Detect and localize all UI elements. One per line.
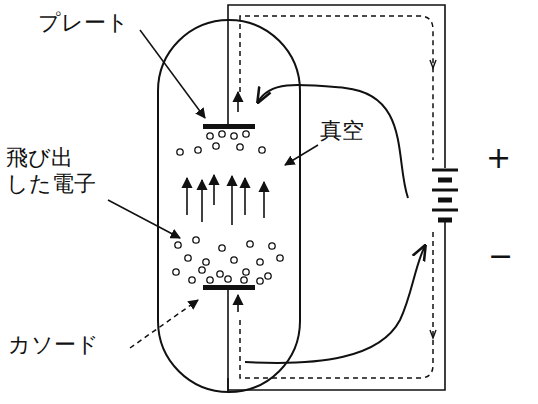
electron xyxy=(231,133,237,139)
electrons xyxy=(173,131,283,284)
electron xyxy=(213,143,219,149)
cathode xyxy=(203,285,255,290)
electron xyxy=(269,243,275,249)
leader-line xyxy=(108,30,318,348)
electron xyxy=(219,131,225,137)
electron-flow-arrow xyxy=(187,92,264,312)
electron xyxy=(207,277,213,283)
electron xyxy=(257,259,263,265)
electron xyxy=(225,276,231,282)
electron xyxy=(189,277,195,283)
electron xyxy=(277,255,283,261)
electron xyxy=(259,147,265,153)
electron xyxy=(247,241,253,247)
electron xyxy=(237,144,243,150)
electron xyxy=(185,255,191,261)
electron xyxy=(241,277,247,283)
electron xyxy=(207,133,213,139)
wire xyxy=(228,5,445,390)
electron xyxy=(257,278,263,284)
electron xyxy=(231,257,237,263)
tube-envelope xyxy=(158,20,300,392)
electron xyxy=(243,269,249,275)
current-path xyxy=(240,16,433,378)
electron xyxy=(193,237,199,243)
electron xyxy=(195,147,201,153)
electron xyxy=(217,271,223,277)
part-label: 真空 xyxy=(320,118,364,144)
electron xyxy=(243,131,249,137)
electron xyxy=(265,273,271,279)
part-label: カソード xyxy=(8,332,99,358)
electron xyxy=(177,149,183,155)
polarity-sign: + xyxy=(486,140,511,176)
battery-symbol xyxy=(432,170,458,220)
curved-arrow xyxy=(245,246,425,363)
polarity-sign: − xyxy=(488,238,513,274)
plate xyxy=(203,124,255,129)
electron xyxy=(219,245,225,251)
curved-arrow xyxy=(258,85,408,198)
electron xyxy=(173,269,179,275)
part-label: 飛び出 した電子 xyxy=(6,145,96,198)
electron xyxy=(203,259,209,265)
electron xyxy=(199,267,205,273)
part-label: プレート xyxy=(38,10,129,36)
electron xyxy=(175,242,181,248)
